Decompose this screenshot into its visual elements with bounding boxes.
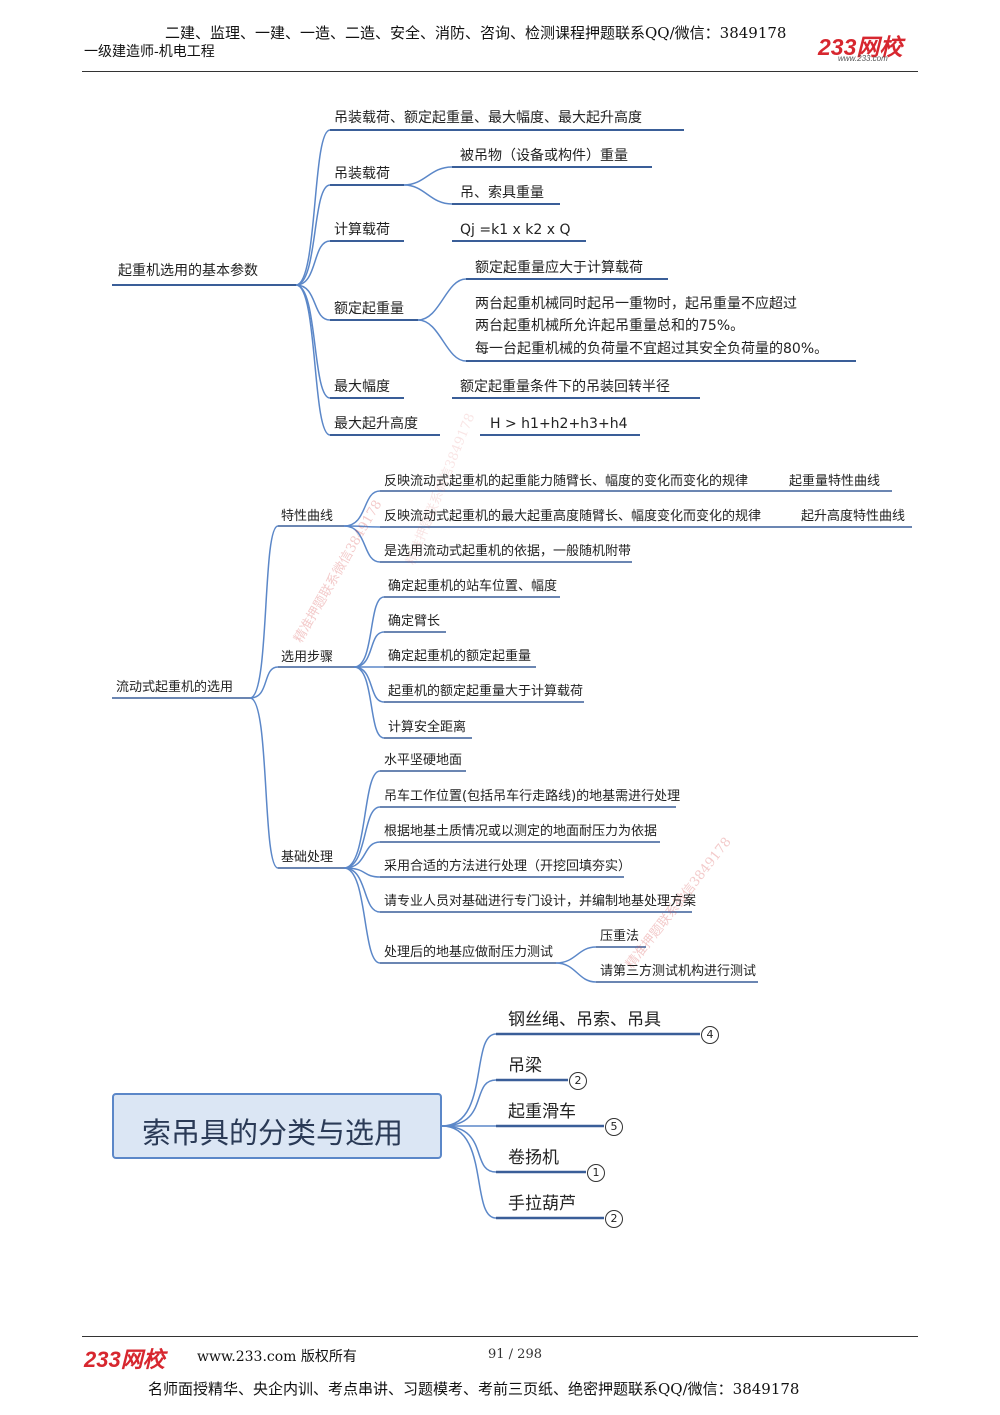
s2-branch: 特性曲线 [281, 509, 334, 524]
footer-url: www.233.com 版权所有 [197, 1349, 357, 1365]
s2-leaf: 采用合适的方法进行处理（开挖回填夯实） [384, 859, 632, 874]
s1-leaf: 每一台起重机械的负荷量不宜超过其安全负荷量的80%。 [475, 341, 829, 357]
s2-leaf: 压重法 [600, 929, 640, 944]
s3-item: 卷扬机 [508, 1148, 559, 1168]
s1-node: 吊装载荷、额定起重量、最大幅度、最大起升高度 [334, 110, 642, 126]
footer-rule [82, 1336, 918, 1337]
footer-logo: 233网校 [84, 1347, 165, 1372]
s1-leaf: 被吊物（设备或构件）重量 [460, 148, 628, 164]
s3-root: 索吊具的分类与选用 [142, 1116, 404, 1150]
header-logo-url: www.233.com [838, 54, 888, 63]
header-logo: 233网校 [818, 34, 903, 60]
s3-root-box [112, 1093, 442, 1159]
s1-node: 最大起升高度 [334, 416, 418, 432]
s2-leaf: 起重机的额定起重量大于计算载荷 [388, 684, 584, 699]
s3-item: 吊梁 [508, 1056, 542, 1076]
s3-count-badge: 2 [569, 1072, 587, 1090]
header-top-line: 二建、监理、一建、一造、二造、安全、消防、咨询、检测课程押题联系QQ/微信：38… [165, 24, 787, 42]
header-subtitle: 一级建造师-机电工程 [84, 44, 215, 60]
s3-count-badge: 1 [587, 1164, 605, 1182]
s1-leaf: H > h1+h2+h3+h4 [490, 416, 628, 432]
s1-leaf: 两台起重机械同时起吊一重物时，起吊重量不应超过 [475, 296, 797, 312]
s2-leaf: 反映流动式起重机的最大起重高度随臂长、幅度变化而变化的规律 [384, 509, 762, 524]
s1-node: 最大幅度 [334, 379, 390, 395]
s3-item: 钢丝绳、吊索、吊具 [508, 1010, 661, 1030]
s2-leaf: 计算安全距离 [388, 720, 467, 735]
s3-item: 手拉葫芦 [508, 1194, 576, 1214]
s2-leaf: 吊车工作位置(包括吊车行走路线)的地基需进行处理 [384, 789, 681, 804]
s1-leaf: 吊、索具重量 [460, 185, 544, 201]
s3-count-badge: 2 [605, 1210, 623, 1228]
s1-node: 吊装载荷 [334, 166, 390, 182]
s2-leaf: 反映流动式起重机的起重能力随臂长、幅度的变化而变化的规律 [384, 474, 749, 489]
s1-node: 计算载荷 [334, 222, 390, 238]
s1-leaf: Qj =k1 x k2 x Q [460, 222, 571, 238]
s1-leaf: 两台起重机械所允许起吊重量总和的75%。 [475, 318, 745, 334]
s2-branch: 基础处理 [281, 850, 334, 865]
s3-count-badge: 4 [701, 1026, 719, 1044]
s3-count-badge: 5 [605, 1118, 623, 1136]
s3-item: 起重滑车 [508, 1102, 576, 1122]
s2-root: 流动式起重机的选用 [116, 680, 234, 695]
s2-leaf: 请专业人员对基础进行专门设计，并编制地基处理方案 [384, 894, 697, 909]
s1-leaf: 额定起重量条件下的吊装回转半径 [460, 379, 670, 395]
s1-root: 起重机选用的基本参数 [118, 263, 258, 279]
s2-leaf: 确定起重机的额定起重量 [388, 649, 532, 664]
s2-tag: 起重量特性曲线 [789, 474, 881, 489]
s2-leaf: 根据地基土质情况或以测定的地面耐压力为依据 [384, 824, 658, 839]
s2-branch: 选用步骤 [281, 650, 334, 665]
s2-leaf: 水平坚硬地面 [384, 753, 463, 768]
s1-leaf: 额定起重量应大于计算载荷 [475, 260, 643, 276]
s2-leaf: 确定起重机的站车位置、幅度 [388, 579, 558, 594]
s2-leaf: 确定臂长 [388, 614, 441, 629]
footer-bottom-line: 名师面授精华、央企内训、考点串讲、习题模考、考前三页纸、绝密押题联系QQ/微信：… [148, 1380, 800, 1398]
page-number: 91 / 298 [488, 1347, 542, 1362]
header-rule [82, 71, 918, 72]
s2-tag: 起升高度特性曲线 [801, 509, 906, 524]
s2-leaf: 是选用流动式起重机的依据，一般随机附带 [384, 544, 632, 559]
s1-node: 额定起重量 [334, 301, 404, 317]
s2-leaf: 请第三方测试机构进行测试 [600, 964, 757, 979]
s2-leaf: 处理后的地基应做耐压力测试 [384, 945, 554, 960]
